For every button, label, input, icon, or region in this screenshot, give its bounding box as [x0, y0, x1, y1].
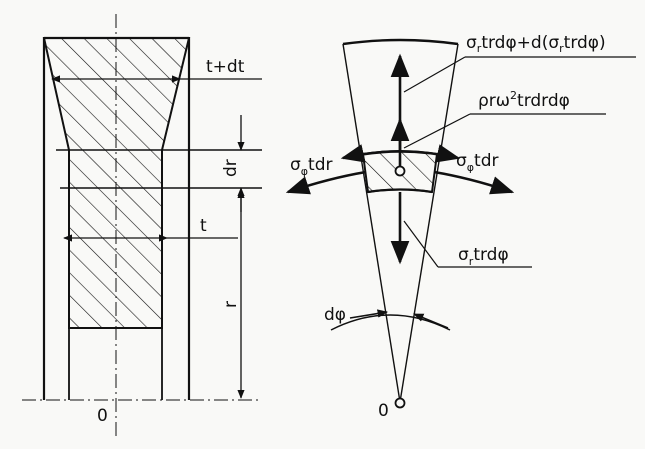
angle-arrow-left	[349, 309, 389, 319]
label-origin-right: 0	[378, 401, 389, 421]
label-t: t	[200, 216, 207, 236]
sector-element-figure: σrtrdφ+d(σrtrdφ) ρrω2trdrdφ σφtdr σφtdr …	[285, 33, 636, 421]
label-inner-radial-force: σrtrdφ	[458, 245, 509, 268]
angle-arrow-right	[413, 313, 449, 329]
label-hoop-force-right: σφtdr	[456, 151, 499, 174]
leader-body-force	[403, 113, 471, 149]
hoop-force-right-arrow	[433, 170, 515, 195]
element-centroid	[394, 165, 406, 177]
sector-ray-left	[342, 43, 401, 403]
sector-outer-arc	[342, 38, 459, 46]
element-lower-arc	[367, 188, 433, 194]
leader-outer-force	[403, 56, 466, 93]
disk-section-figure: t+dt t dr r 0	[22, 14, 262, 440]
sector-origin-point	[394, 397, 406, 409]
sector-ray-right	[399, 43, 459, 403]
leader-inner-force	[403, 220, 439, 268]
label-t-plus-dt: t+dt	[206, 57, 245, 77]
label-dr: dr	[221, 159, 241, 177]
label-angle: dφ	[324, 305, 346, 325]
hoop-force-left-arrow	[285, 170, 367, 195]
label-body-force: ρrω2trdrdφ	[478, 89, 570, 111]
label-origin-left: 0	[97, 406, 108, 426]
angle-arc	[330, 314, 451, 331]
label-r: r	[221, 301, 241, 308]
label-hoop-force-left: σφtdr	[290, 155, 333, 178]
label-outer-radial-force: σrtrdφ+d(σrtrdφ)	[466, 33, 606, 55]
